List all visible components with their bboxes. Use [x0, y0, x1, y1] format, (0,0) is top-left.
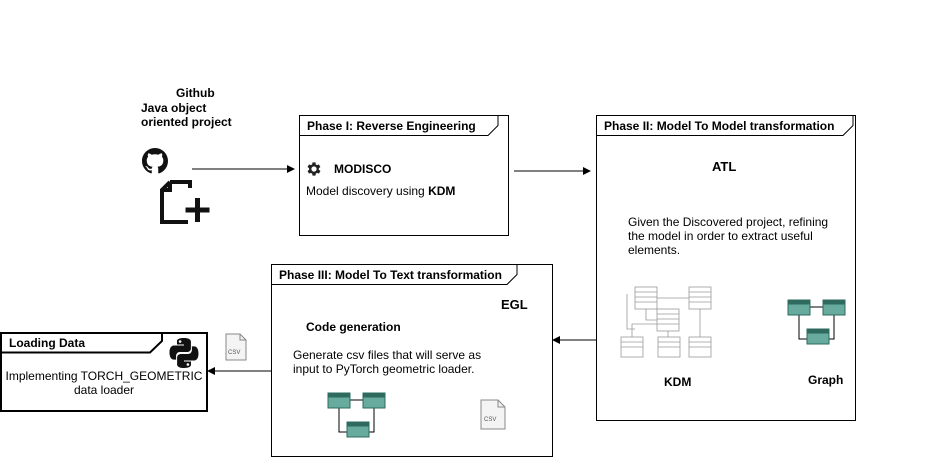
- phase3-title: Phase III: Model To Text transformation: [279, 268, 502, 282]
- phase1-frame: Phase I: Reverse Engineering MODISCO Mod…: [299, 115, 509, 236]
- kdm-label: KDM: [664, 375, 692, 389]
- phase3-frame: Phase III: Model To Text transformation …: [271, 264, 553, 457]
- phase3-tab: Phase III: Model To Text transformation: [272, 265, 518, 285]
- graph-model-diagram-small: [327, 392, 386, 438]
- phase2-frame: Phase II: Model To Model transformation …: [596, 115, 856, 421]
- graph-model-diagram: [787, 299, 846, 345]
- loading-title: Loading Data: [9, 336, 86, 350]
- loading-desc-line1: Implementing TORCH_GEOMETRIC: [5, 369, 203, 383]
- loading-frame: Loading Data Implementing TORCH_GEOMETRI…: [0, 332, 208, 412]
- graph-label: Graph: [808, 373, 844, 387]
- source-subtitle-line1: Java object: [141, 101, 207, 115]
- loading-desc-line2: data loader: [73, 383, 135, 397]
- loading-tab: Loading Data: [2, 334, 164, 354]
- phase1-description: Model discovery using KDM: [306, 184, 456, 198]
- phase2-tab: Phase II: Model To Model transformation: [597, 116, 855, 136]
- phase2-description: Given the Discovered project, refining t…: [628, 215, 829, 257]
- file-plus-icon: [160, 180, 210, 224]
- phase2-title: Phase II: Model To Model transformation: [604, 119, 835, 133]
- phase1-tool: MODISCO: [334, 162, 392, 176]
- csv-file-icon-loading: CSV: [225, 333, 247, 361]
- phase1-title: Phase I: Reverse Engineering: [307, 119, 476, 133]
- csv-file-label-loading: CSV: [228, 350, 241, 356]
- kdm-model-diagram: [620, 286, 712, 358]
- csv-file-icon: CSV: [480, 399, 506, 430]
- python-icon: [169, 338, 199, 368]
- phase3-description: Generate csv files that will serve as in…: [293, 348, 482, 376]
- github-icon: [142, 148, 168, 174]
- gear-icon: [307, 162, 321, 176]
- phase3-subtitle: Code generation: [306, 320, 401, 334]
- source-subtitle-line2: oriented project: [141, 115, 232, 129]
- phase1-tab: Phase I: Reverse Engineering: [300, 116, 499, 136]
- phase2-tool: ATL: [712, 159, 737, 174]
- phase3-tool: EGL: [501, 297, 528, 312]
- source-title: Github: [176, 86, 215, 100]
- loading-description: Implementing TORCH_GEOMETRIC data loader: [2, 369, 206, 397]
- csv-file-label: CSV: [484, 417, 497, 423]
